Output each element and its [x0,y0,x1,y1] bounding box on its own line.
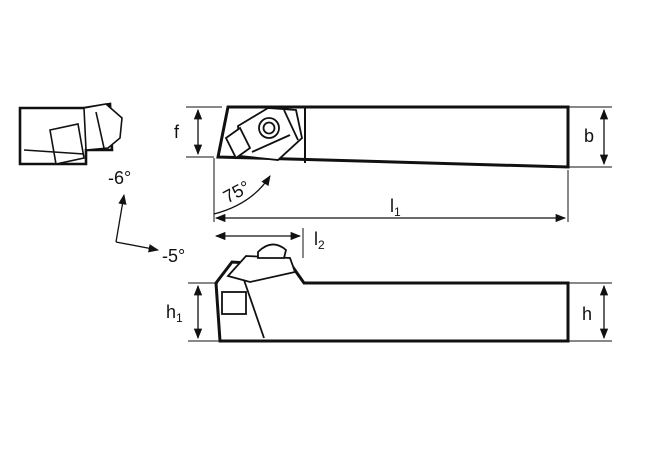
label-angle-neg5: -5° [162,246,185,266]
rake-angle-axes [115,193,160,253]
label-angle-75: 75° [220,177,253,207]
label-b: b [584,126,594,146]
side-view [188,243,612,343]
insert-clamp-side [221,243,297,339]
insert-clamp-end [23,103,123,165]
top-view [186,105,612,258]
rake-angle-vertical-leg [115,193,127,243]
insert-clamp-top [224,107,303,161]
label-l2: l2 [314,229,325,252]
end-view [18,102,123,166]
label-l1: l1 [390,196,401,219]
rake-angle-horizontal-leg [115,241,160,253]
label-angle-neg6: -6° [108,168,131,188]
label-f: f [174,122,180,142]
label-h: h [582,304,592,324]
angle-75-arc [213,175,271,215]
label-h1: h1 [166,302,183,325]
